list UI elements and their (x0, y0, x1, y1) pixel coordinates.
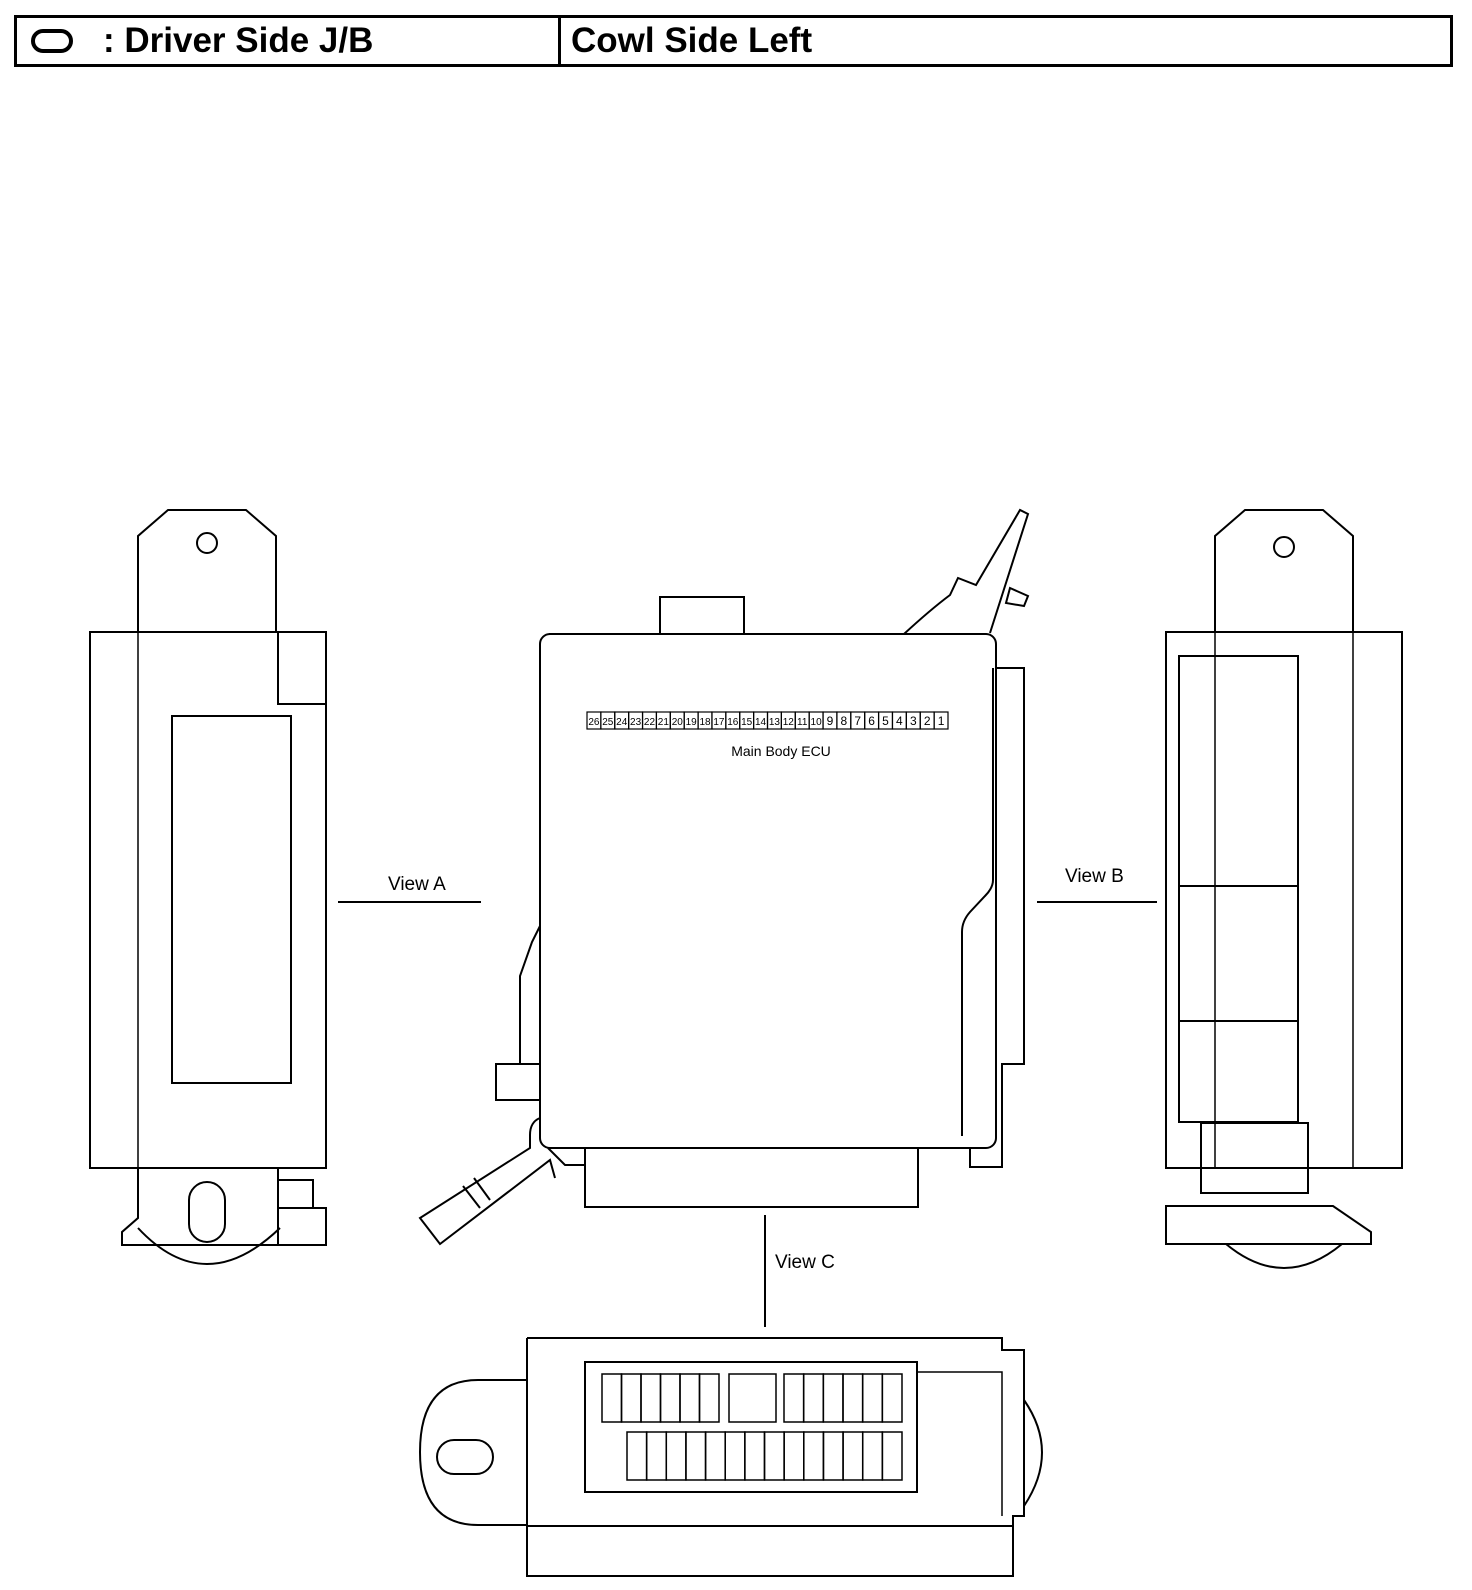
connector-pin-number: 25 (602, 717, 614, 728)
connector-pin-number: 16 (727, 717, 739, 728)
fuse-slot (685, 1431, 707, 1481)
fuse-slot (783, 1431, 805, 1481)
view-a-label: View A (388, 874, 446, 895)
fuse-slot (881, 1431, 903, 1481)
connector-pin-number: 17 (713, 717, 725, 728)
connector-pin-number: 4 (896, 714, 903, 728)
view-c-label: View C (775, 1252, 835, 1273)
fuse-slot (724, 1431, 746, 1481)
connector-pin-number: 2 (924, 714, 931, 728)
connector-pin-number: 5 (882, 714, 889, 728)
connector-pin-number: 13 (769, 717, 781, 728)
fuse-slot (861, 1373, 884, 1423)
rounded-rect-symbol-icon (31, 29, 73, 53)
view-b-label: View B (1065, 866, 1124, 887)
fuse-slot (822, 1431, 844, 1481)
fuse-slot (620, 1373, 642, 1423)
header-location-cell: Cowl Side Left (561, 18, 1450, 64)
connector-pin-number: 26 (588, 717, 600, 728)
fuse-slot (645, 1431, 668, 1481)
connector-pin-number: 8 (841, 714, 848, 728)
fuse-slot (698, 1373, 720, 1423)
view-b-drawing (1165, 509, 1403, 1269)
fuse-slot (626, 1431, 648, 1481)
connector-pin-number: 22 (644, 717, 656, 728)
view-callouts: View A View B View C (338, 866, 1157, 1327)
connector-pin-number: 12 (783, 717, 795, 728)
header-title: : Driver Side J/B (103, 21, 374, 60)
fuse-slot (679, 1373, 701, 1423)
fuse-slot (881, 1373, 903, 1423)
fuse-slot (822, 1373, 844, 1423)
connector-pin-number: 19 (686, 717, 698, 728)
fuse-slot (659, 1373, 681, 1423)
fuse-slot (783, 1373, 805, 1423)
connector-pin-cell (933, 711, 949, 730)
connector-pin-number: 1 (938, 714, 945, 728)
fuse-slot (640, 1373, 662, 1423)
connector-pin-number: 9 (827, 714, 834, 728)
connector-pin-number: 11 (797, 717, 808, 728)
fuse-slot (803, 1431, 825, 1481)
connector-pin-number: 7 (854, 714, 861, 728)
fuse-slot (802, 1373, 825, 1423)
fuse-slot (728, 1373, 777, 1423)
fuse-slot (763, 1431, 785, 1481)
header-location: Cowl Side Left (571, 21, 813, 60)
connector-pin-number: 20 (672, 717, 684, 728)
header-table: : Driver Side J/B Cowl Side Left (14, 15, 1453, 67)
fuse-slot (861, 1431, 884, 1481)
connector-pin-number: 3 (910, 714, 917, 728)
fuse-slot (842, 1431, 864, 1481)
header-title-cell: : Driver Side J/B (17, 18, 561, 64)
ecu-label: Main Body ECU (731, 743, 831, 759)
fuse-slot (704, 1431, 726, 1481)
fuse-slot (744, 1431, 766, 1481)
view-c-drawing (418, 1337, 1043, 1577)
connector-pin-number: 24 (616, 717, 628, 728)
fuse-slot (842, 1373, 864, 1423)
view-a-drawing (89, 509, 327, 1265)
fuse-slot (601, 1373, 623, 1423)
connector-pin-number: 23 (630, 717, 642, 728)
connector-pin-number: 14 (755, 717, 767, 728)
connector-pin-number: 6 (868, 714, 875, 728)
connector-pin-number: 21 (658, 717, 670, 728)
connector-pin-number: 10 (811, 717, 823, 728)
fuse-slot (665, 1431, 687, 1481)
connector-pin-number: 18 (699, 717, 711, 728)
connector-pin-number: 15 (741, 717, 753, 728)
fuse-slot-grid (601, 1373, 903, 1481)
